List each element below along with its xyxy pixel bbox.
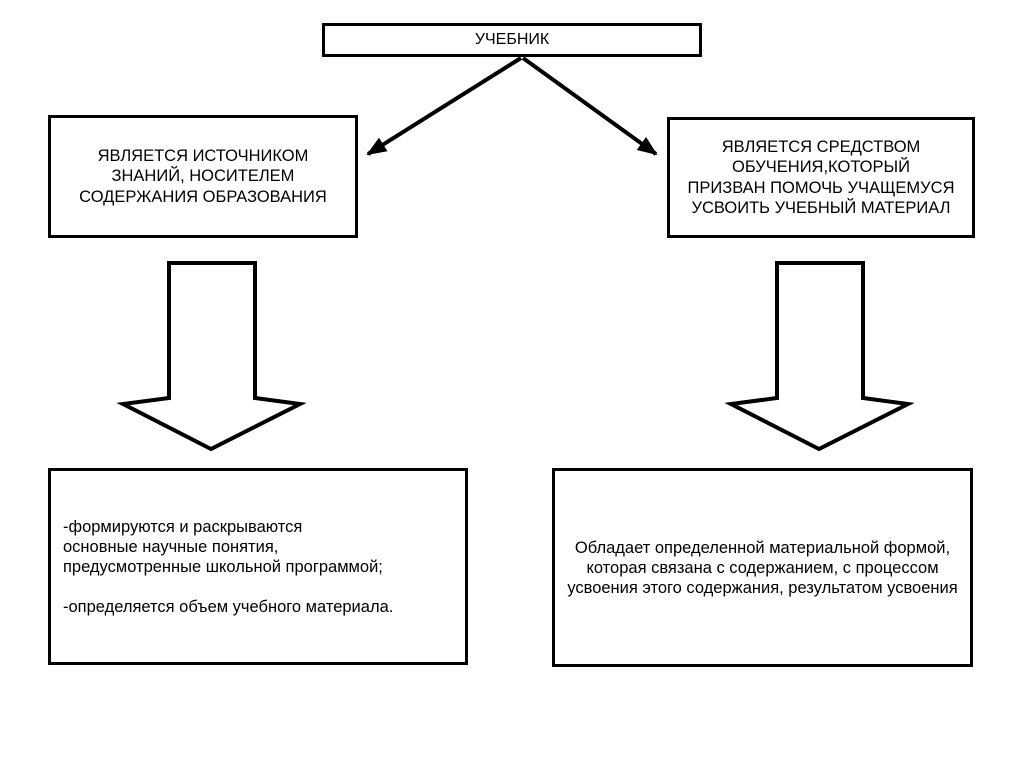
title-box: УЧЕБНИК	[322, 23, 702, 57]
title-label: УЧЕБНИК	[474, 31, 550, 48]
text-line: -определяется объем учебного материала.	[63, 597, 394, 616]
block-arrow-down-right-icon	[724, 261, 915, 452]
box-material-form-detail: Обладает определенной материальной формо…	[552, 468, 973, 667]
box-source-of-knowledge: ЯВЛЯЕТСЯ ИСТОЧНИКОМ ЗНАНИЙ, НОСИТЕЛЕМ СО…	[48, 115, 358, 238]
block-arrow-down-left-icon	[116, 261, 307, 452]
text-line: -формируются и раскрываются	[63, 517, 303, 536]
box-means-of-teaching: ЯВЛЯЕТСЯ СРЕДСТВОМ ОБУЧЕНИЯ,КОТОРЫЙ ПРИЗ…	[667, 117, 975, 238]
arrow-title-to-right-icon	[521, 56, 658, 156]
text-line: усвоения этого содержания, результатом у…	[567, 578, 958, 597]
text-line: ЗНАНИЙ, НОСИТЕЛЕМ	[111, 167, 295, 186]
text-line: ЯВЛЯЕТСЯ ИСТОЧНИКОМ	[97, 146, 309, 165]
box-concepts-detail: -формируются и раскрываются основные нау…	[48, 468, 468, 665]
text-line: предусмотренные школьной программой;	[63, 557, 383, 576]
text-line: СОДЕРЖАНИЯ ОБРАЗОВАНИЯ	[79, 187, 327, 206]
arrow-title-to-left-icon	[366, 56, 523, 156]
text-line: ОБУЧЕНИЯ,КОТОРЫЙ	[732, 158, 910, 176]
text-line: которая связана с содержанием, с процесс…	[586, 558, 939, 577]
text-line: основные научные понятия,	[63, 537, 279, 556]
text-line: ЯВЛЯЕТСЯ СРЕДСТВОМ	[721, 137, 921, 156]
text-line: Обладает определенной материальной формо…	[574, 538, 951, 557]
text-line: УСВОИТЬ УЧЕБНЫЙ МАТЕРИАЛ	[691, 199, 951, 217]
text-line: ПРИЗВАН ПОМОЧЬ УЧАЩЕМУСЯ	[687, 178, 955, 197]
